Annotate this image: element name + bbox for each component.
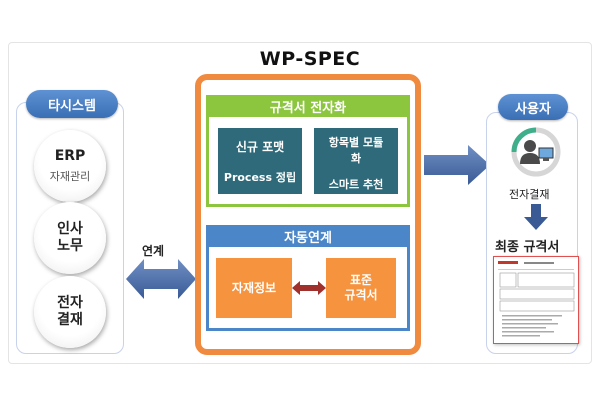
erp-sublabel: 자재관리: [49, 170, 91, 183]
process-label: Process 정립: [223, 171, 297, 184]
user-computer-icon: [511, 127, 561, 177]
approval-label-line2: 결재: [57, 312, 83, 328]
final-spec-label: 최종 규격서: [495, 240, 560, 255]
down-arrow-icon: [524, 204, 548, 230]
double-arrow-icon: [126, 259, 196, 299]
approval-label-line1: 전자: [57, 295, 83, 311]
other-systems-header: 타시스템: [26, 90, 118, 118]
hr-label-line2: 노무: [57, 238, 83, 254]
standard-spec-line2: 규격서: [344, 288, 378, 302]
material-info-box: 자재정보: [216, 258, 292, 318]
standard-spec-line1: 표준: [349, 273, 373, 287]
spec-document-thumbnail: [493, 256, 579, 344]
link-label: 연계: [142, 244, 165, 258]
new-format-box: 신규 포맷 Process 정립: [218, 128, 302, 194]
outer-frame: [8, 42, 592, 364]
erp-circle: ERP 자재관리: [34, 130, 106, 202]
hr-label-line1: 인사: [57, 221, 83, 237]
user-header: 사용자: [498, 94, 568, 120]
right-arrow-icon: [424, 145, 490, 185]
approval-label: 전자결재: [509, 188, 550, 201]
material-info-label: 자재정보: [231, 280, 277, 295]
hr-circle: 인사 노무: [34, 202, 106, 274]
smart-recommend-label: 스마트 추천: [328, 178, 384, 191]
modular-label-line2: 화: [350, 152, 362, 165]
modular-box: 항목별 모듈 화 스마트 추천: [314, 128, 398, 194]
approval-circle: 전자 결재: [34, 276, 106, 348]
diagram-title: WP-SPEC: [259, 48, 361, 70]
modular-label-line1: 항목별 모듈: [328, 136, 384, 149]
digitization-header: 규격서 전자화: [206, 95, 410, 117]
bidirectional-arrow-icon: [292, 281, 326, 295]
document-preview-icon: [498, 261, 575, 337]
auto-link-header: 자동연계: [206, 225, 410, 247]
new-format-label: 신규 포맷: [235, 140, 285, 154]
standard-spec-box: 표준 규격서: [326, 258, 396, 318]
erp-label: ERP: [54, 148, 86, 164]
